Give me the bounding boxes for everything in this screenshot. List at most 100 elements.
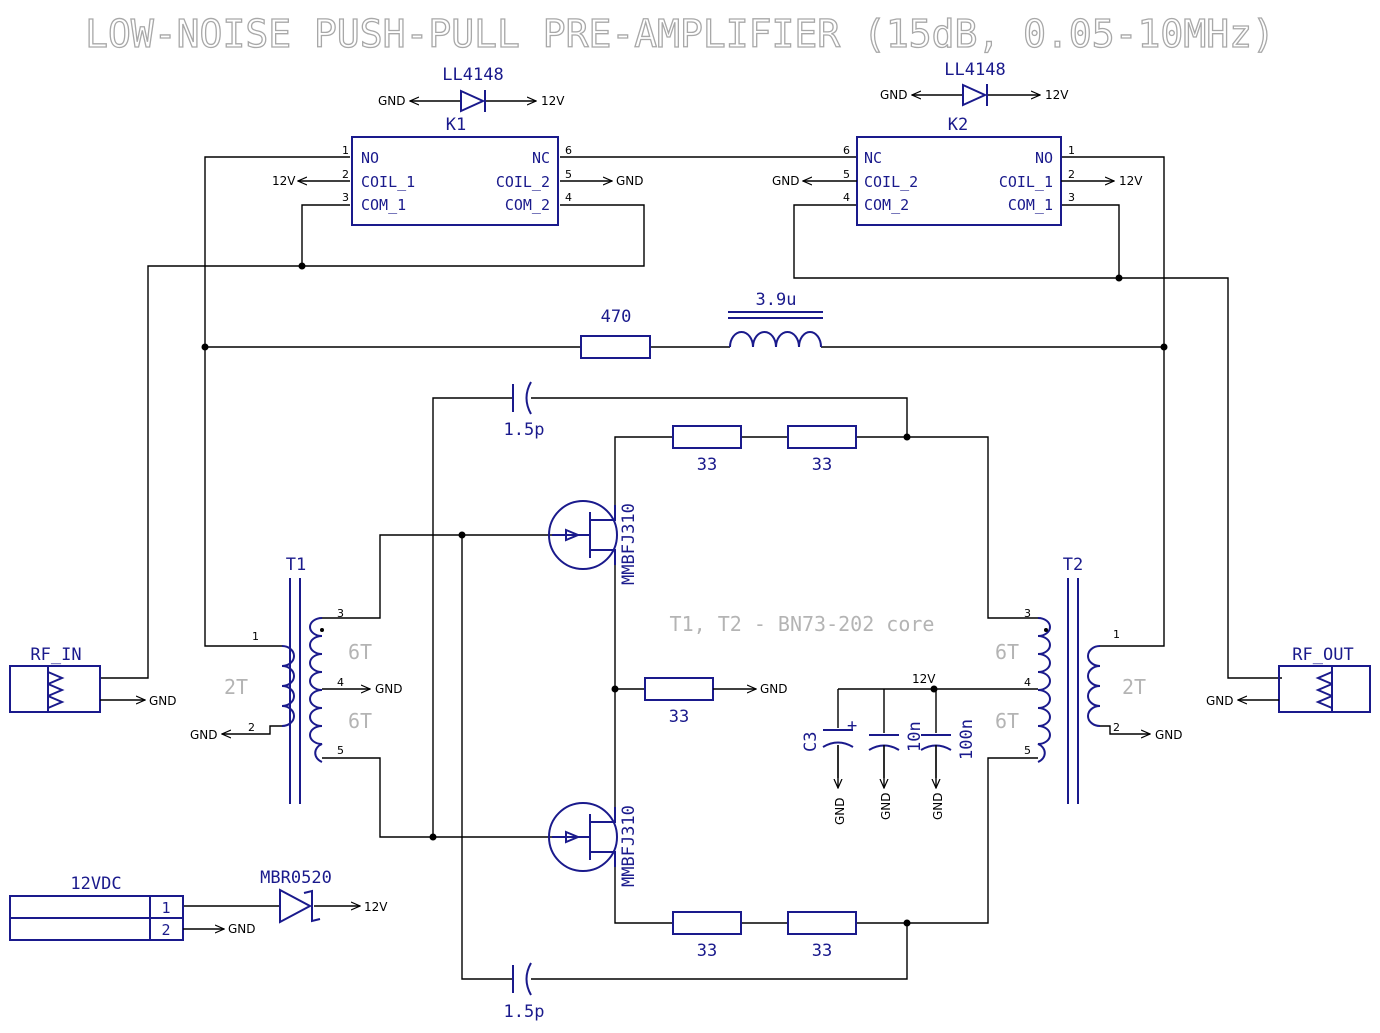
svg-text:1: 1 xyxy=(342,144,349,157)
svg-text:100n: 100n xyxy=(957,719,977,760)
svg-text:1: 1 xyxy=(161,899,170,917)
svg-text:1: 1 xyxy=(1068,144,1075,157)
svg-text:1: 1 xyxy=(252,630,259,643)
svg-text:NO: NO xyxy=(1035,149,1053,167)
svg-text:12V: 12V xyxy=(1119,174,1143,188)
svg-text:COIL_1: COIL_1 xyxy=(999,173,1053,191)
svg-text:RF_OUT: RF_OUT xyxy=(1292,645,1353,665)
svg-text:MBR0520: MBR0520 xyxy=(260,868,332,888)
svg-text:2: 2 xyxy=(342,168,349,181)
diode-ll4148-k1: LL4148 GND 12V xyxy=(378,65,565,113)
svg-text:2: 2 xyxy=(161,921,170,939)
svg-text:12V: 12V xyxy=(541,94,565,108)
svg-text:5: 5 xyxy=(565,168,572,181)
svg-text:2: 2 xyxy=(1068,168,1075,181)
svg-text:RF_IN: RF_IN xyxy=(30,645,81,665)
svg-text:GND: GND xyxy=(1155,728,1183,742)
resistor-33-top-2: 33 xyxy=(787,425,857,475)
wires xyxy=(100,156,1282,980)
svg-text:33: 33 xyxy=(812,941,832,961)
svg-text:COM_1: COM_1 xyxy=(1008,196,1053,214)
svg-text:GND: GND xyxy=(228,922,256,936)
svg-text:1: 1 xyxy=(1113,628,1120,641)
svg-text:12VDC: 12VDC xyxy=(70,874,121,894)
svg-text:GND: GND xyxy=(149,694,177,708)
svg-text:2: 2 xyxy=(1113,721,1120,734)
svg-text:T2: T2 xyxy=(1063,555,1083,575)
resistor-470: 470 xyxy=(580,307,651,359)
relay-k2: K2 NC COIL_2 COM_2 NO COIL_1 COM_1 6 5 4… xyxy=(772,115,1143,226)
svg-text:GND: GND xyxy=(1206,694,1234,708)
svg-text:NC: NC xyxy=(532,149,550,167)
svg-text:3: 3 xyxy=(1068,191,1075,204)
resistor-33-bottom-2: 33 xyxy=(787,911,857,961)
diode-mbr0520: MBR0520 12V xyxy=(260,868,388,924)
plus-icon: + xyxy=(847,716,857,736)
svg-text:1.5p: 1.5p xyxy=(504,420,545,440)
svg-text:C3: C3 xyxy=(801,732,821,752)
connector-rf-out: RF_OUT GND xyxy=(1206,645,1371,713)
svg-text:COM_2: COM_2 xyxy=(864,196,909,214)
svg-text:1.5p: 1.5p xyxy=(504,1002,545,1022)
resistor-33-bottom-1: 33 xyxy=(672,911,742,961)
svg-text:COM_2: COM_2 xyxy=(505,196,550,214)
inductor-3u9: 3.9u xyxy=(728,290,823,348)
svg-text:5: 5 xyxy=(337,744,344,757)
svg-text:12V: 12V xyxy=(1045,88,1069,102)
capacitor-1p5-bottom: 1.5p xyxy=(504,962,545,1022)
svg-text:6T: 6T xyxy=(348,640,372,664)
svg-text:33: 33 xyxy=(812,455,832,475)
jfet-q2: MMBFJ310 xyxy=(548,802,639,887)
svg-text:GND: GND xyxy=(931,792,945,820)
svg-text:3: 3 xyxy=(342,191,349,204)
svg-text:T1: T1 xyxy=(286,555,306,575)
schematic-title: LOW-NOISE PUSH-PULL PRE-AMPLIFIER (15dB,… xyxy=(85,12,1275,56)
svg-text:4: 4 xyxy=(843,191,850,204)
svg-text:MMBFJ310: MMBFJ310 xyxy=(619,503,639,585)
svg-text:LL4148: LL4148 xyxy=(944,60,1005,80)
svg-text:NO: NO xyxy=(361,149,379,167)
svg-text:33: 33 xyxy=(669,707,689,727)
connector-rf-in: RF_IN GND xyxy=(9,645,177,713)
svg-text:6: 6 xyxy=(843,144,850,157)
svg-text:COIL_1: COIL_1 xyxy=(361,173,415,191)
svg-text:K1: K1 xyxy=(446,115,466,135)
svg-text:MMBFJ310: MMBFJ310 xyxy=(619,805,639,887)
svg-text:3.9u: 3.9u xyxy=(756,290,797,310)
svg-text:3: 3 xyxy=(337,607,344,620)
resistor-33-source: 33 GND xyxy=(644,677,788,727)
svg-text:GND: GND xyxy=(375,682,403,696)
svg-text:33: 33 xyxy=(697,941,717,961)
connector-12vdc: 12VDC 1 2 GND xyxy=(9,874,256,941)
svg-text:5: 5 xyxy=(1024,744,1031,757)
core-note: T1, T2 - BN73-202 core xyxy=(670,612,935,636)
svg-text:3: 3 xyxy=(1024,607,1031,620)
svg-text:GND: GND xyxy=(833,797,847,825)
resistor-33-top-1: 33 xyxy=(672,425,742,475)
svg-text:6T: 6T xyxy=(995,709,1019,733)
relay-k1: K1 NO COIL_1 COM_1 NC COIL_2 COM_2 1 2 3… xyxy=(272,115,644,226)
transformer-t2: T2 3 4 5 6T 6T GND 1 2 2T xyxy=(995,555,1183,804)
svg-text:COIL_2: COIL_2 xyxy=(496,173,550,191)
svg-text:10n: 10n xyxy=(905,721,925,752)
svg-text:12V: 12V xyxy=(272,174,296,188)
decoupling-caps: 12V + C3 10n 100n GND GND GND xyxy=(801,672,977,825)
svg-text:GND: GND xyxy=(760,682,788,696)
svg-text:COIL_2: COIL_2 xyxy=(864,173,918,191)
svg-text:GND: GND xyxy=(880,88,908,102)
svg-text:GND: GND xyxy=(190,728,218,742)
jfet-q1: MMBFJ310 xyxy=(548,500,639,585)
svg-text:LL4148: LL4148 xyxy=(442,65,503,85)
svg-text:470: 470 xyxy=(601,307,632,327)
capacitor-1p5-top: 1.5p xyxy=(504,381,545,440)
svg-text:12V: 12V xyxy=(364,900,388,914)
svg-text:2T: 2T xyxy=(224,675,248,699)
svg-text:GND: GND xyxy=(879,792,893,820)
svg-text:GND: GND xyxy=(616,174,644,188)
svg-text:4: 4 xyxy=(1024,676,1031,689)
svg-text:33: 33 xyxy=(697,455,717,475)
transformer-t1: T1 GND 1 2 2T GND 3 4 5 6T 6T xyxy=(190,555,403,804)
svg-text:GND: GND xyxy=(772,174,800,188)
svg-text:6T: 6T xyxy=(348,709,372,733)
